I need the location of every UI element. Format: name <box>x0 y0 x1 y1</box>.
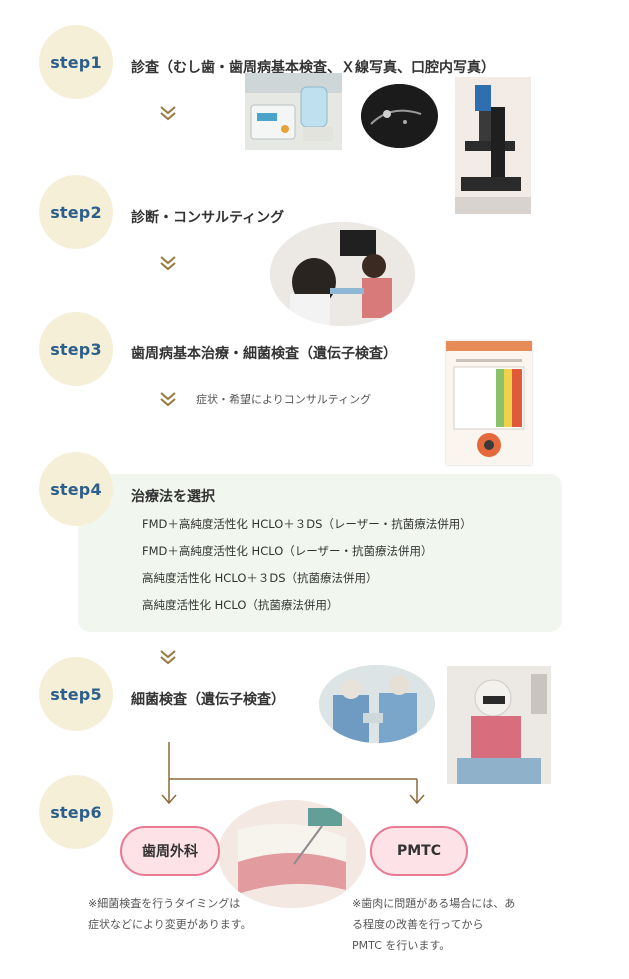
treatment-option: FMD＋高純度活性化 HCLO（レーザー・抗菌療法併用） <box>142 544 433 558</box>
equipment-photo <box>245 73 342 150</box>
step2-title: 診断・コンサルティング <box>131 210 285 226</box>
treatment-option: FMD＋高純度活性化 HCLO＋３DS（レーザー・抗菌療法併用） <box>142 517 472 531</box>
step3-label: step3 <box>50 339 102 359</box>
surgery-note: ※細菌検査を行うタイミングは 症状などにより変更があります。 <box>88 893 318 935</box>
pmtc-note-line: PMTC を行います。 <box>352 939 451 952</box>
periodontal-surgery-pill: 歯周外科 <box>120 826 220 876</box>
step5-badge: step5 <box>39 657 113 731</box>
step2-badge: step2 <box>39 175 113 249</box>
pmtc-note-line: る程度の改善を行ってから <box>352 918 484 931</box>
double-chevron-down-icon <box>160 106 176 121</box>
pmtc-note: ※歯肉に問題がある場合には、あ る程度の改善を行ってから PMTC を行います。 <box>352 893 572 956</box>
step1-label: step1 <box>50 52 102 72</box>
pmtc-note-line: ※歯肉に問題がある場合には、あ <box>352 897 516 910</box>
microscope-image-photo <box>361 84 438 148</box>
step2-label: step2 <box>50 202 102 222</box>
treatment-photo <box>447 666 551 784</box>
double-chevron-down-icon <box>160 650 176 665</box>
test-report-photo <box>446 341 532 465</box>
step1-title: 診査（むし歯・歯周病基本検査、Ｘ線写真、口腔内写真） <box>131 60 495 76</box>
treatment-options-panel <box>78 474 562 632</box>
surgery-team-photo <box>319 665 435 743</box>
phase-contrast-microscope-photo <box>455 77 531 214</box>
step3-title: 歯周病基本治療・細菌検査（遺伝子検査） <box>131 346 397 362</box>
step4-label: step4 <box>50 479 102 499</box>
double-chevron-down-icon <box>160 256 176 271</box>
surgery-note-line: 症状などにより変更があります。 <box>88 918 252 931</box>
surgery-note-line: ※細菌検査を行うタイミングは <box>88 897 241 910</box>
step5-label: step5 <box>50 684 102 704</box>
treatment-option: 高純度活性化 HCLO＋３DS（抗菌療法併用） <box>142 571 378 585</box>
step3-note: 症状・希望によりコンサルティング <box>196 393 372 406</box>
double-chevron-down-icon <box>160 392 176 407</box>
step1-badge: step1 <box>39 25 113 99</box>
consultation-photo <box>270 222 415 326</box>
step6-label: step6 <box>50 802 102 822</box>
step3-badge: step3 <box>39 312 113 386</box>
step4-badge: step4 <box>39 452 113 526</box>
step4-title: 治療法を選択 <box>131 489 215 505</box>
step6-badge: step6 <box>39 775 113 849</box>
gum-closeup-photo <box>218 800 366 908</box>
treatment-option: 高純度活性化 HCLO（抗菌療法併用） <box>142 598 339 612</box>
step5-title: 細菌検査（遺伝子検査） <box>131 692 285 708</box>
pmtc-pill: PMTC <box>370 826 468 876</box>
